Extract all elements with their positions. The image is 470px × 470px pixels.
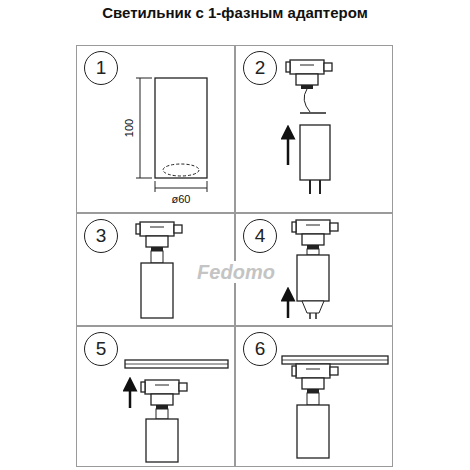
step-six-figure — [282, 356, 388, 458]
step-number: 1 — [84, 51, 118, 85]
step-number: 5 — [84, 332, 118, 366]
step-two-figure — [286, 60, 332, 194]
step-panel: 1 — [76, 45, 235, 213]
step-five-figure — [125, 360, 228, 462]
watermark: Fedomo — [195, 261, 277, 283]
dimension-label: ø60 — [170, 193, 193, 205]
step-panel: 6 — [235, 326, 393, 467]
title: Светильник с 1-фазным адаптером — [0, 4, 470, 21]
step-panel: 5 — [76, 326, 235, 467]
step-number: 4 — [243, 219, 277, 253]
step-three-figure — [136, 222, 182, 318]
dimension-label: 100 — [123, 117, 135, 139]
step-number: 2 — [243, 51, 277, 85]
step-number: 3 — [84, 219, 118, 253]
step-four-figure — [288, 220, 338, 319]
luminaire-body — [136, 78, 207, 192]
step-panel: 2 — [235, 45, 393, 213]
step-number: 6 — [243, 332, 277, 366]
